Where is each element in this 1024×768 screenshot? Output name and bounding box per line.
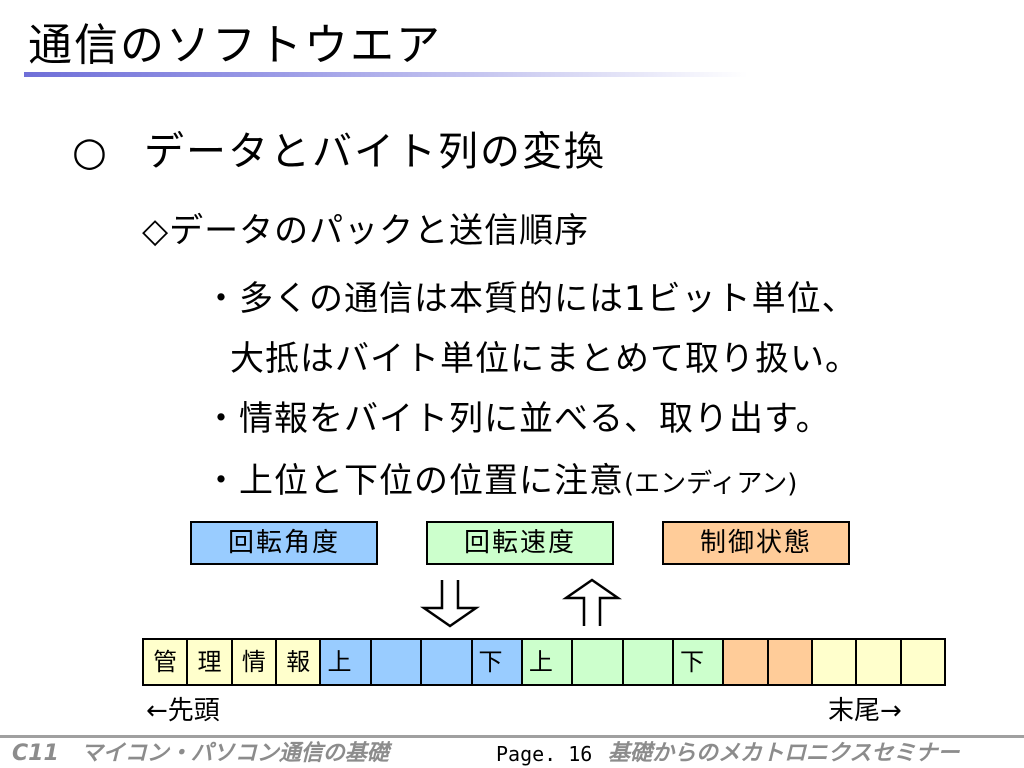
byte-cell: [857, 640, 902, 684]
byte-cell: [623, 640, 674, 684]
footer-page-number: Page. 16: [496, 742, 593, 766]
byte-cell: 上: [522, 640, 574, 684]
byte-cell: [371, 640, 423, 684]
bullet-3-note: (エンディアン): [624, 469, 798, 499]
bullet-1-line-2: 大抵はバイト単位にまとめて取り扱い。: [230, 339, 860, 379]
byte-sequence: 管理情報上下上下: [142, 638, 946, 686]
footer-divider: [0, 735, 1024, 738]
section-heading-text: データとバイト列の変換: [144, 129, 606, 175]
double-down-arrow-icon: [420, 580, 480, 628]
tag-rotation-speed: 回転速度: [426, 521, 614, 565]
byte-cell: 上: [321, 640, 372, 684]
head-label: ←先頭: [146, 696, 220, 726]
circle-bullet-icon: ○: [72, 129, 109, 175]
footer-seminar: 基礎からのメカトロニクスセミナー: [608, 741, 960, 766]
title-underline: [24, 72, 748, 77]
byte-cell: 情: [232, 640, 278, 684]
byte-cell: 下: [472, 640, 523, 684]
slide-title: 通信のソフトウエア: [28, 20, 442, 71]
byte-cell: [901, 640, 945, 684]
subheading: ◇データのパックと送信順序: [142, 211, 590, 251]
tag-control-state: 制御状態: [662, 521, 850, 565]
byte-cell: [724, 640, 769, 684]
section-heading: ○ データとバイト列の変換: [72, 126, 606, 178]
bullet-1-line-1: ・多くの通信は本質的には1ビット単位、: [204, 279, 857, 319]
byte-cell: 管: [144, 640, 189, 684]
tail-label: 末尾→: [828, 696, 902, 726]
byte-cell: 理: [188, 640, 233, 684]
bullet-2: ・情報をバイト列に並べる、取り出す。: [204, 399, 831, 439]
byte-cell: [813, 640, 858, 684]
footer-course: C11 マイコン・パソコン通信の基礎: [12, 741, 389, 766]
byte-cell: [422, 640, 473, 684]
double-up-arrow-icon: [562, 578, 622, 626]
tag-rotation-angle: 回転角度: [190, 521, 378, 565]
byte-cell: [768, 640, 814, 684]
byte-cell: 報: [277, 640, 322, 684]
byte-cell: 下: [673, 640, 725, 684]
bullet-3: ・上位と下位の位置に注意(エンディアン): [204, 458, 797, 507]
bullet-3-text: ・上位と下位の位置に注意: [204, 461, 624, 501]
byte-cell: [573, 640, 624, 684]
